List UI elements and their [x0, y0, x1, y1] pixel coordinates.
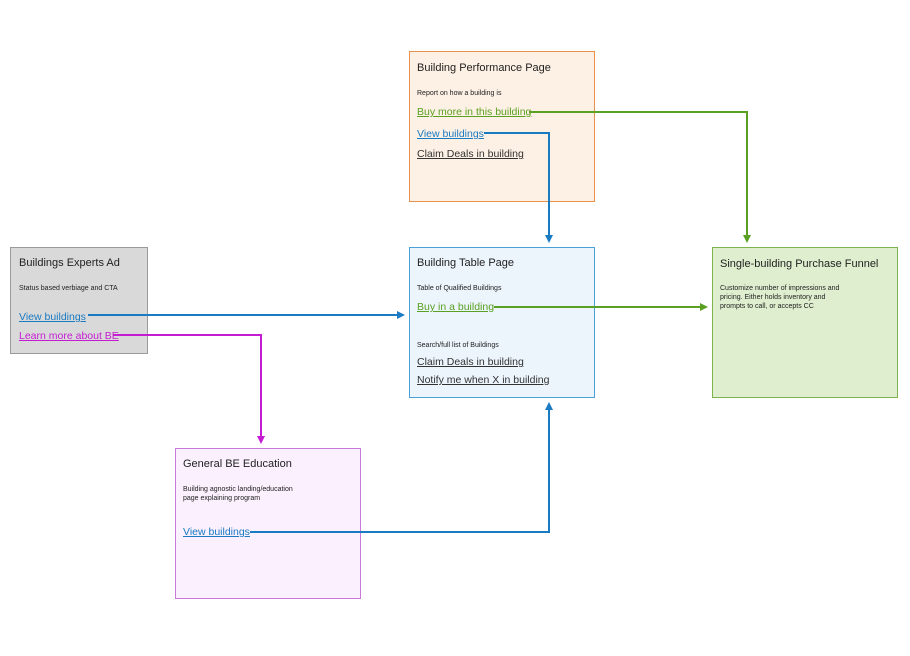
table-search-description: Search/full list of Buildings	[417, 342, 499, 349]
edu-title: General BE Education	[183, 458, 292, 470]
table-buy-link[interactable]: Buy in a building	[417, 301, 495, 313]
table-title: Building Table Page	[417, 257, 515, 269]
buildings-experts-ad-box: Buildings Experts Ad Status based verbia…	[10, 247, 148, 354]
edu-description: Building agnostic landing/education page…	[183, 486, 293, 502]
perf-title: Building Performance Page	[417, 62, 551, 74]
perf-buy-more-link[interactable]: Buy more in this building	[417, 106, 532, 118]
ad-title: Buildings Experts Ad	[19, 257, 120, 269]
ad-learn-more-link[interactable]: Learn more about BE	[19, 330, 119, 342]
general-be-education-box: General BE Education Building agnostic l…	[175, 448, 361, 599]
ad-description: Status based verbiage and CTA	[19, 285, 118, 292]
ad-view-buildings-link[interactable]: View buildings	[19, 311, 86, 323]
table-claim-deals-link[interactable]: Claim Deals in building	[417, 356, 524, 368]
funnel-description: Customize number of impressions and pric…	[720, 285, 840, 310]
perf-view-buildings-link[interactable]: View buildings	[417, 128, 484, 140]
edu-view-buildings-link[interactable]: View buildings	[183, 526, 250, 538]
building-table-page-box: Building Table Page Table of Qualified B…	[409, 247, 595, 398]
perf-description: Report on how a building is	[417, 90, 502, 97]
table-notify-link[interactable]: Notify me when X in building	[417, 374, 550, 386]
funnel-title: Single-building Purchase Funnel	[720, 258, 879, 270]
perf-claim-deals-link[interactable]: Claim Deals in building	[417, 148, 524, 160]
purchase-funnel-box: Single-building Purchase Funnel Customiz…	[712, 247, 898, 398]
building-performance-page-box: Building Performance Page Report on how …	[409, 51, 595, 202]
table-description: Table of Qualified Buildings	[417, 285, 502, 292]
